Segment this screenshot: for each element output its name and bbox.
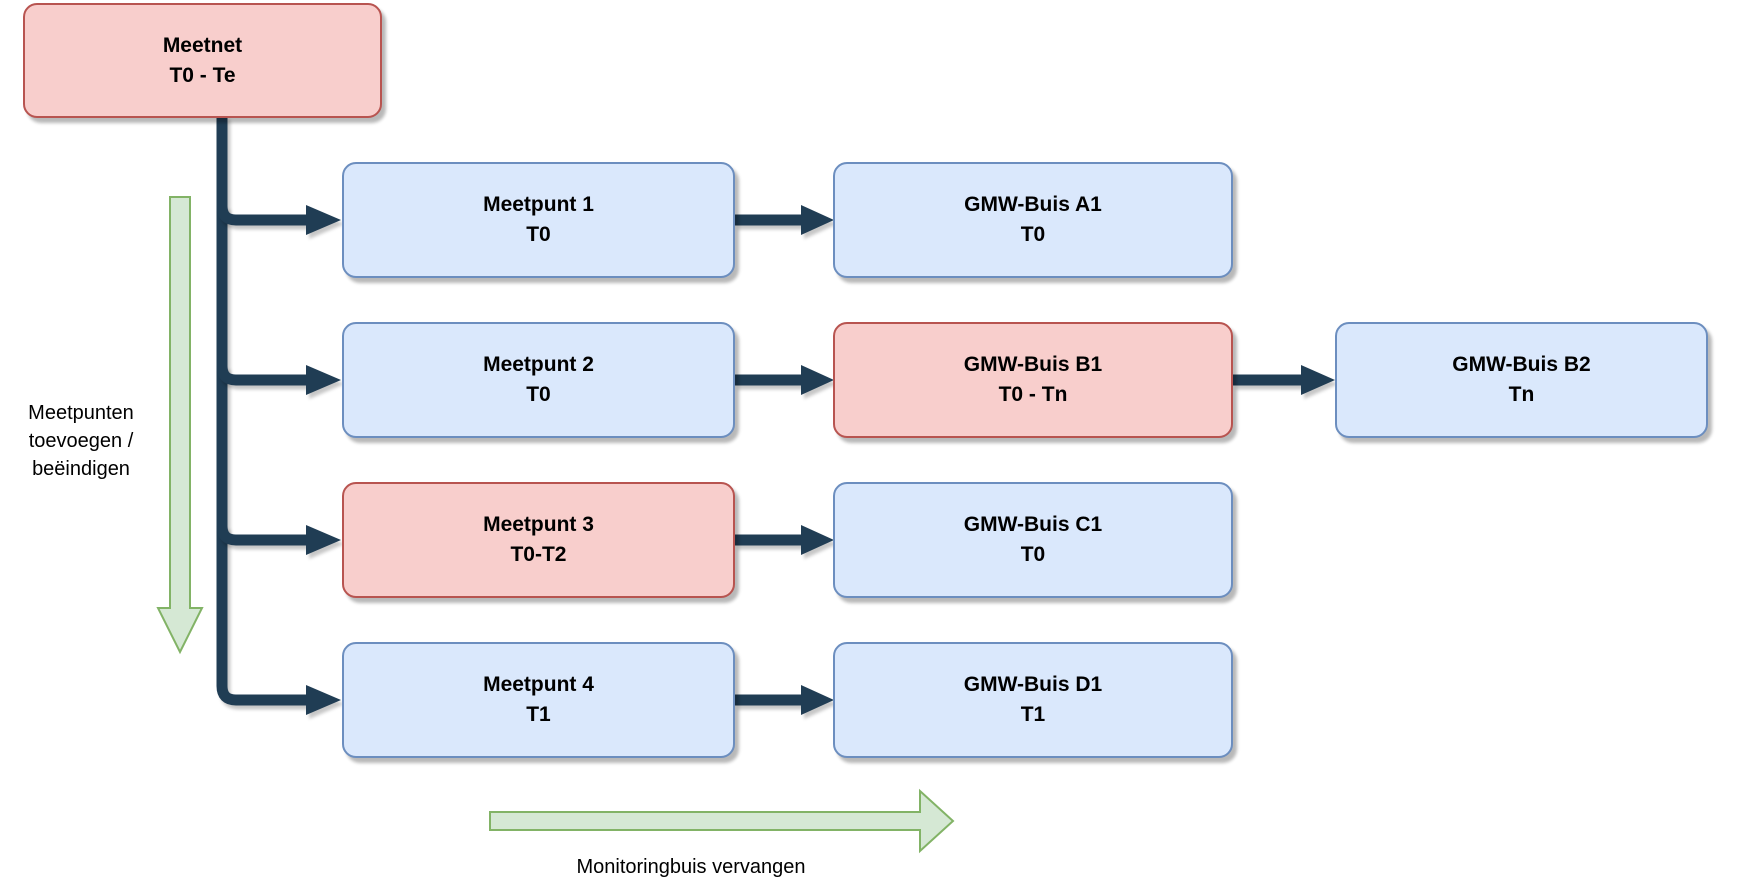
node-title: Meetpunt 2 bbox=[483, 353, 594, 376]
node-title: Meetpunt 4 bbox=[483, 673, 594, 696]
node-title: Meetpunt 1 bbox=[483, 193, 594, 216]
node-period: T0 bbox=[1020, 223, 1046, 246]
bottom-arrow-label: Monitoringbuis vervangen bbox=[576, 856, 806, 878]
node-meetnet: Meetnet T0 - Te bbox=[23, 3, 382, 118]
arrowhead-row-4 bbox=[306, 685, 341, 715]
node-period: T0 - Tn bbox=[998, 383, 1068, 406]
node-gmw-buis-a1: GMW-Buis A1 T0 bbox=[833, 162, 1233, 278]
node-period: T0 bbox=[1020, 543, 1046, 566]
branch-row-2 bbox=[216, 365, 306, 386]
node-meetpunt-1: Meetpunt 1 T0 bbox=[342, 162, 735, 278]
node-title: GMW-Buis C1 bbox=[963, 513, 1103, 536]
node-period: T0 bbox=[526, 383, 551, 406]
node-title: GMW-Buis A1 bbox=[964, 193, 1102, 216]
node-period: T1 bbox=[526, 703, 551, 726]
right-arrow-shape bbox=[489, 788, 955, 854]
down-arrow-shape bbox=[156, 196, 204, 655]
arrowhead-gmw-c1 bbox=[801, 525, 834, 555]
node-gmw-buis-c1: GMW-Buis C1 T0 bbox=[833, 482, 1233, 598]
left-arrow-label-line-2: toevoegen / bbox=[28, 430, 134, 452]
node-title: GMW-Buis D1 bbox=[963, 673, 1103, 696]
node-title: GMW-Buis B1 bbox=[963, 353, 1103, 376]
left-arrow-label-line-3: beëindigen bbox=[32, 458, 130, 480]
node-period: T1 bbox=[1020, 703, 1046, 726]
branch-row-3 bbox=[216, 525, 306, 546]
node-period: T0-T2 bbox=[510, 543, 567, 566]
trunk-meetnet-to-rows bbox=[216, 116, 306, 706]
arrowhead-row-1 bbox=[306, 205, 341, 235]
node-gmw-buis-d1: GMW-Buis D1 T1 bbox=[833, 642, 1233, 758]
node-gmw-buis-b1: GMW-Buis B1 T0 - Tn bbox=[833, 322, 1233, 438]
arrowhead-row-2 bbox=[306, 365, 341, 395]
node-meetpunt-2: Meetpunt 2 T0 bbox=[342, 322, 735, 438]
arrowhead-gmw-d1 bbox=[801, 685, 834, 715]
node-title: Meetnet bbox=[162, 33, 243, 57]
node-title: GMW-Buis B2 bbox=[1452, 353, 1591, 376]
node-meetpunt-3: Meetpunt 3 T0-T2 bbox=[342, 482, 735, 598]
node-title: Meetpunt 3 bbox=[483, 513, 594, 536]
arrowhead-row-3 bbox=[306, 525, 341, 555]
node-period: T0 bbox=[526, 223, 551, 246]
node-period: Tn bbox=[1508, 383, 1535, 406]
arrowhead-gmw-b1 bbox=[801, 365, 834, 395]
node-meetpunt-4: Meetpunt 4 T1 bbox=[342, 642, 735, 758]
node-period: T0 - Te bbox=[169, 63, 236, 87]
node-gmw-buis-b2: GMW-Buis B2 Tn bbox=[1335, 322, 1708, 438]
arrowhead-gmw-a1 bbox=[801, 205, 834, 235]
left-arrow-label: Meetpunten toevoegen / beëindigen bbox=[1, 399, 161, 483]
left-arrow-label-line-1: Meetpunten bbox=[28, 402, 134, 424]
arrowhead-gmw-b2 bbox=[1301, 365, 1335, 395]
branch-row-1 bbox=[216, 205, 306, 226]
